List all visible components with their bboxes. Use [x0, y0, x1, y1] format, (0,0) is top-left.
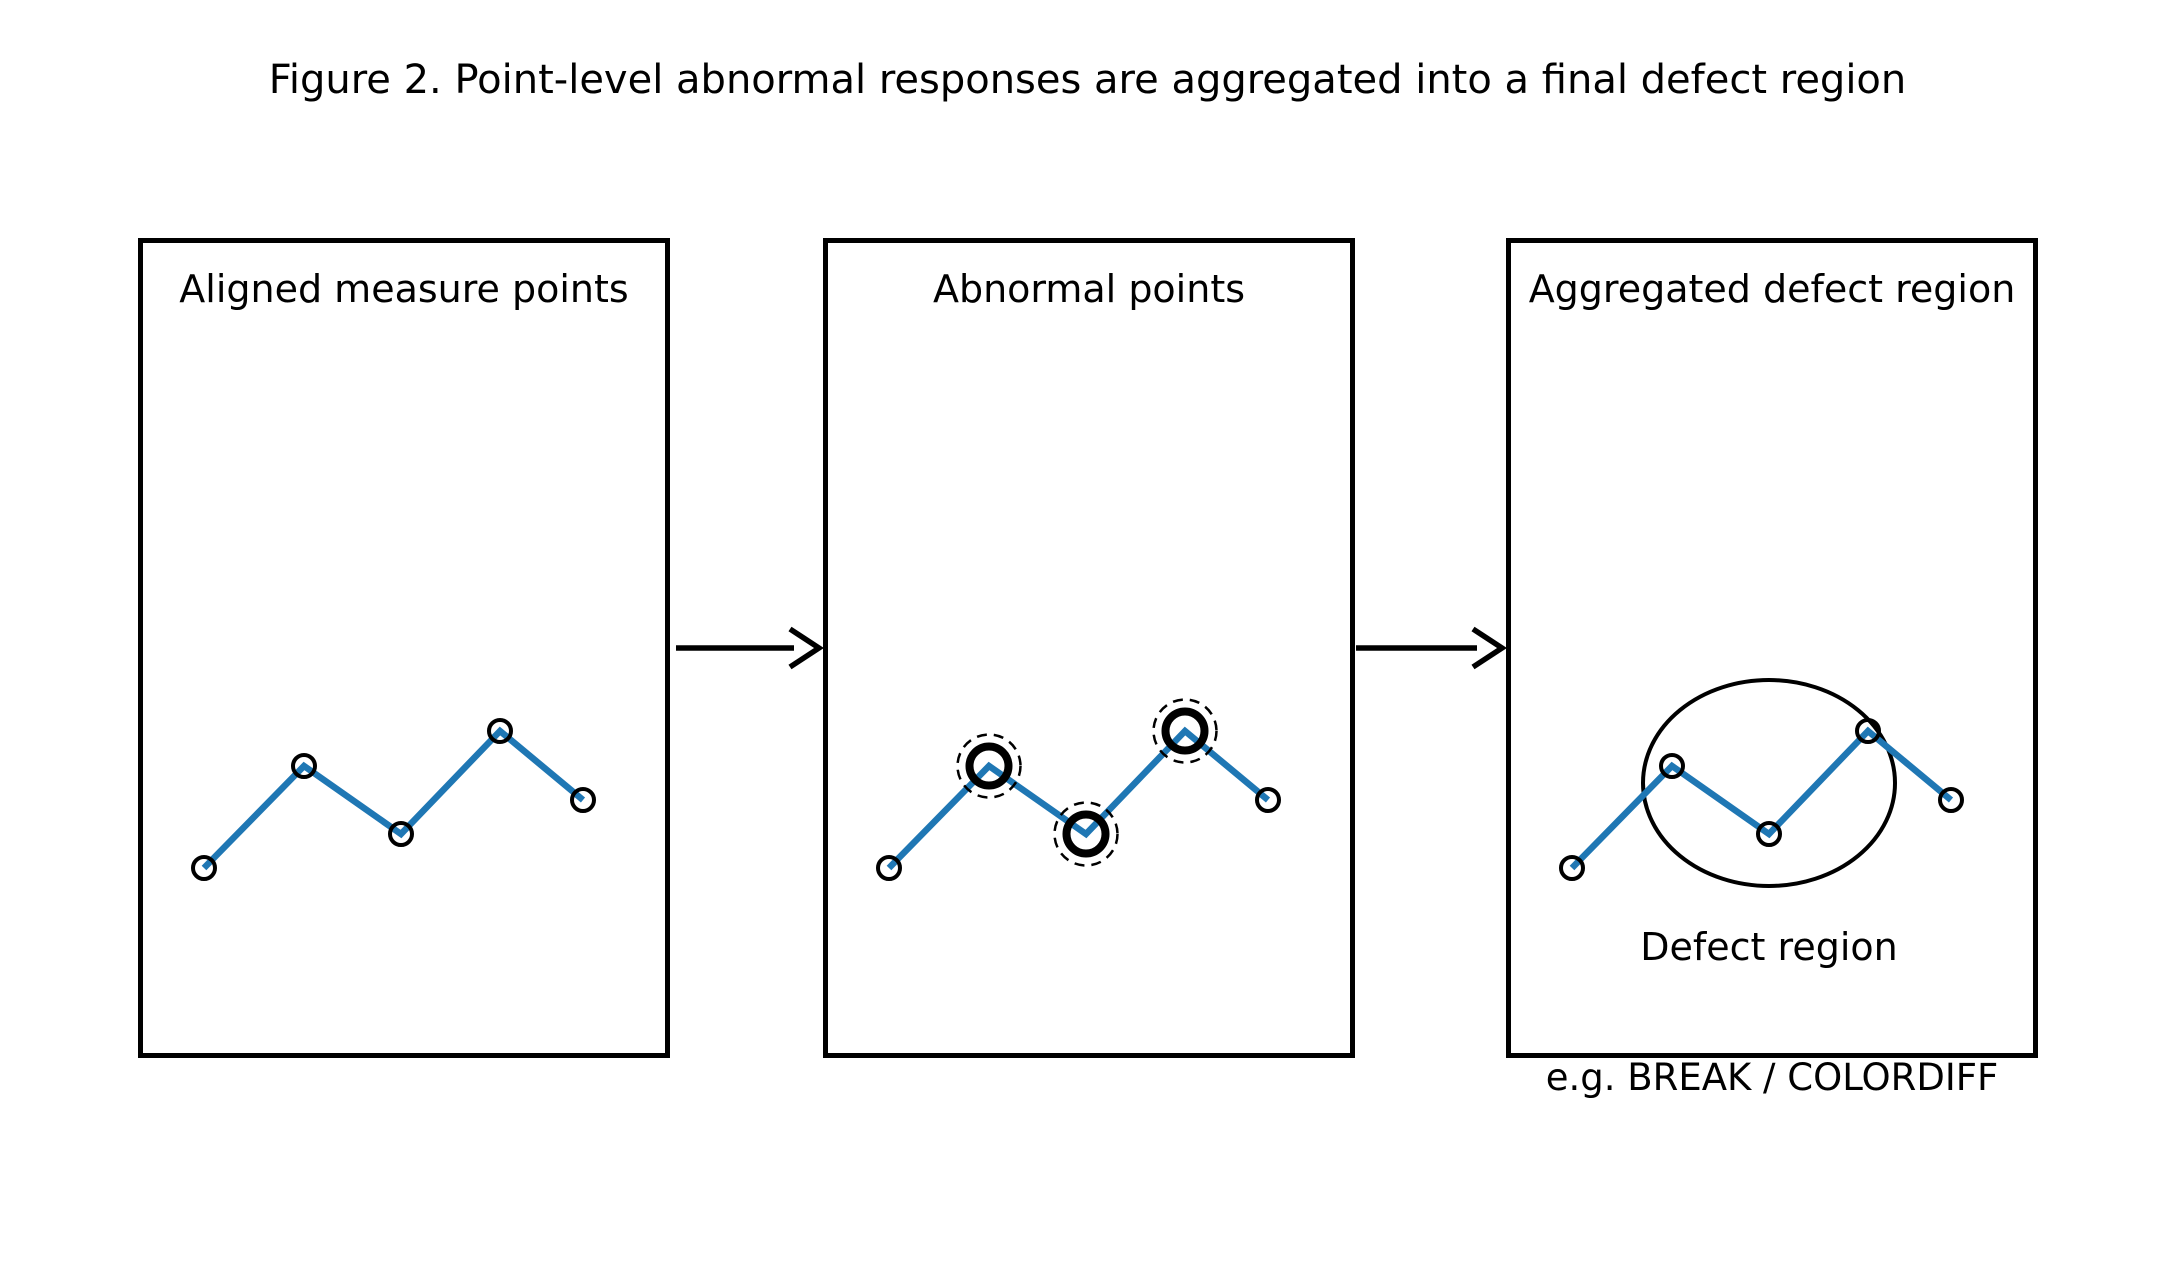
measure-point-marker	[1659, 753, 1685, 779]
measure-point-marker	[191, 855, 217, 881]
abnormal-point-ring	[1062, 810, 1110, 858]
abnormal-point-dashed-circle	[956, 733, 1022, 799]
measure-point-marker	[1559, 855, 1585, 881]
abnormal-point-dashed-circle	[1152, 698, 1218, 764]
measurement-line	[886, 726, 1271, 871]
abnormal-point-dashed-circle	[1053, 801, 1119, 867]
measurement-line	[201, 726, 586, 871]
panel-title: Aligned measure points	[179, 267, 628, 311]
measure-point-marker	[876, 855, 902, 881]
figure-title: Figure 2. Point-level abnormal responses…	[268, 57, 1907, 103]
arrow-head	[788, 626, 823, 670]
panel-border	[138, 238, 670, 1058]
panel-border	[823, 238, 1355, 1058]
defect-region-ellipse	[1641, 678, 1897, 888]
arrow-head	[1471, 626, 1507, 670]
panel-title: Aggregated defect region	[1529, 267, 2016, 311]
panel-title: Abnormal points	[933, 267, 1245, 311]
measurement-line	[1569, 726, 1954, 871]
panel-border	[1506, 238, 2038, 1058]
measure-point-marker	[388, 821, 414, 847]
defect-region-label: Defect region	[1640, 925, 1897, 969]
measure-point-marker	[1855, 718, 1881, 744]
measure-point-marker	[1756, 821, 1782, 847]
measure-point-marker	[1938, 787, 1964, 813]
panel-drawing-layer	[1559, 678, 1964, 888]
measure-point-marker	[570, 787, 596, 813]
arrow-right-icon	[1356, 626, 1507, 670]
measure-point-marker	[487, 718, 513, 744]
arrow-right-icon	[676, 626, 823, 670]
measure-point-marker	[1255, 787, 1281, 813]
measure-point-marker	[291, 753, 317, 779]
panel-aligned-measure-points: Aligned measure points	[138, 238, 670, 1058]
abnormal-point-ring	[965, 742, 1013, 790]
panel-drawing-layer	[876, 698, 1281, 881]
panel-abnormal-points: Abnormal points	[823, 238, 1355, 1058]
panel-drawing-layer	[191, 718, 596, 881]
panel-caption: e.g. BREAK / COLORDIFF	[1545, 1056, 1999, 1099]
panel-aggregated-defect-region: Aggregated defect region Defect region	[1506, 238, 2038, 1058]
abnormal-point-ring	[1161, 707, 1209, 755]
